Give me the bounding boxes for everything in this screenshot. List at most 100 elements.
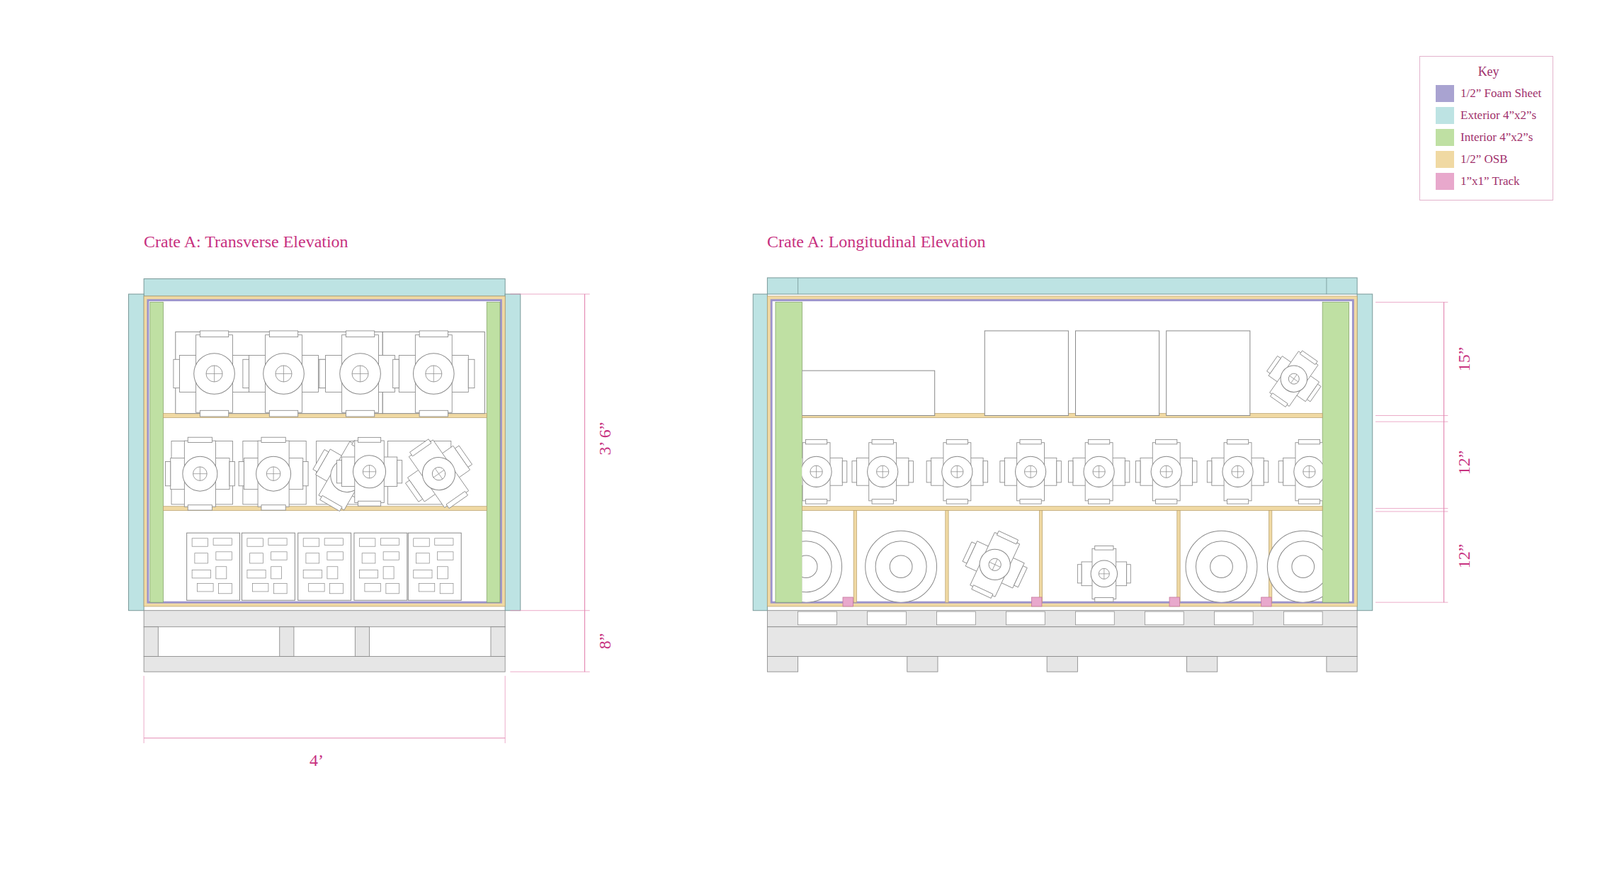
osb-sheet — [143, 296, 506, 607]
fitting-outlet — [1014, 456, 1046, 487]
fitting-mark — [1098, 465, 1100, 478]
legend-swatch — [1435, 150, 1455, 168]
fitting-bore — [266, 466, 281, 481]
extension-line — [505, 675, 506, 743]
stud-joint — [1325, 277, 1327, 294]
dimension-text: 12” — [1454, 450, 1474, 476]
fitting-mark — [882, 465, 884, 478]
extension-line — [1375, 421, 1448, 423]
legend-row: Exterior 4”x2”s — [1435, 106, 1542, 124]
fitting-outlet — [263, 353, 305, 395]
fitting-flange — [1056, 461, 1062, 483]
fitting-flange — [1077, 564, 1082, 583]
legend-row: 1/2” OSB — [1435, 150, 1542, 168]
fitting-flange — [996, 530, 1018, 544]
fitting-flange — [269, 410, 298, 417]
pallet-slat-gap — [1144, 611, 1184, 625]
pallet-slat-gap — [1006, 611, 1046, 625]
panel-detail — [194, 553, 209, 564]
panel-detail — [416, 553, 430, 564]
fitting-mark — [434, 468, 443, 479]
fitting-flange — [1267, 355, 1282, 374]
fitting-bore — [193, 466, 208, 481]
panel-detail — [413, 538, 430, 547]
fitting-outlet — [415, 451, 462, 497]
panel-detail — [218, 583, 233, 594]
fitting-flange — [1094, 597, 1114, 603]
panel-detail — [437, 551, 453, 560]
fitting-flange — [1019, 439, 1042, 444]
fitting-flange — [187, 437, 212, 442]
fitting-bore — [986, 555, 1003, 573]
fitting-outlet — [1083, 456, 1115, 487]
panel-detail — [324, 538, 343, 546]
pipe-fitting — [852, 439, 913, 504]
fitting-bore — [352, 365, 369, 382]
fitting-bore — [429, 464, 449, 484]
panel-detail — [247, 570, 266, 578]
fitting-flange — [1269, 393, 1288, 408]
fitting-outlet — [801, 456, 832, 487]
fitting-mark — [369, 465, 370, 479]
osb-divider — [1177, 510, 1180, 603]
fitting-mark — [283, 365, 285, 382]
fitting-flange — [908, 461, 913, 483]
pallet-block — [767, 656, 798, 673]
legend-heading: Key — [1435, 65, 1542, 80]
panel-detail — [437, 566, 448, 579]
fitting-bore — [1098, 568, 1110, 579]
fitting-flange — [1135, 461, 1140, 483]
panel-detail — [383, 566, 394, 579]
osb-divider — [945, 510, 949, 603]
fitting-flange — [1094, 546, 1114, 551]
packed-panel — [407, 532, 462, 600]
track — [1169, 597, 1180, 607]
pipe-fitting — [1278, 439, 1323, 504]
fitting-flange — [1124, 461, 1129, 483]
packed-panel — [186, 532, 241, 600]
panel-detail — [380, 538, 399, 546]
exterior-stud — [143, 278, 506, 296]
fitting-outlet — [339, 353, 382, 395]
fitting-flange — [173, 359, 180, 388]
track — [1261, 597, 1272, 607]
panel-detail — [247, 538, 263, 547]
exterior-stud — [1357, 293, 1373, 611]
pipe-fitting — [173, 330, 255, 417]
interior-stud — [775, 302, 802, 603]
panel-detail — [191, 570, 211, 578]
panel-detail — [359, 570, 378, 578]
dimension-line — [1443, 302, 1445, 603]
interior-stud — [486, 302, 501, 603]
fitting-bore — [425, 365, 442, 382]
pipe-end — [801, 530, 842, 603]
panel-detail — [386, 583, 400, 594]
packed-panel — [241, 532, 295, 600]
fitting-flange — [1226, 499, 1248, 504]
legend-swatch — [1435, 172, 1455, 190]
pallet-slat-gap — [937, 611, 977, 625]
pipe-fitting — [1068, 439, 1129, 504]
panel-detail — [364, 583, 381, 592]
interior-stud — [1322, 302, 1349, 603]
fitting-flange — [1306, 383, 1321, 402]
fitting-flange — [1278, 461, 1283, 483]
packed-box — [382, 331, 485, 413]
pipe-fitting — [392, 427, 486, 521]
fitting-flange — [1192, 461, 1197, 483]
fitting-bore — [1092, 465, 1105, 478]
panel-detail — [250, 553, 264, 564]
pallet-deck — [143, 610, 506, 627]
pipe-end — [1291, 555, 1315, 578]
fitting-flange — [393, 359, 400, 388]
extension-line — [509, 671, 590, 673]
panel-detail — [305, 553, 320, 564]
fitting-bore — [1231, 465, 1244, 478]
pallet-block — [1046, 656, 1078, 673]
panel-detail — [216, 566, 227, 579]
panel-detail — [303, 538, 319, 547]
pallet-base — [143, 656, 506, 673]
track — [842, 597, 853, 607]
fitting-flange — [419, 330, 448, 338]
fitting-bore — [362, 465, 376, 479]
